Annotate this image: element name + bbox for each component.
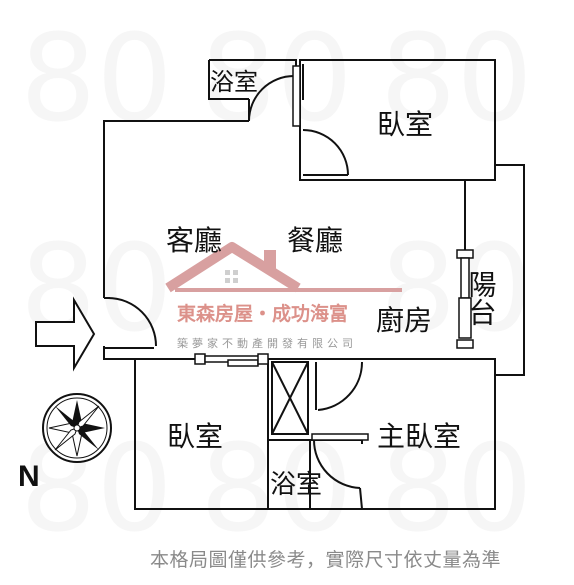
room-label-dining: 餐廳 <box>287 224 343 257</box>
compass-icon <box>42 393 112 463</box>
windows <box>194 65 474 441</box>
background-watermark: 80 80 80 80 80 80 80 80 <box>20 10 533 559</box>
disclaimer-text: 本格局圖僅供參考，實際尺寸依丈量為準 <box>150 549 502 571</box>
svg-text:80: 80 <box>380 420 533 559</box>
svg-text:80: 80 <box>380 10 533 149</box>
svg-text:80: 80 <box>380 220 533 359</box>
room-label-bath-bottom: 浴室 <box>270 470 322 500</box>
room-label-balcony: 陽台 <box>465 270 498 326</box>
room-label-bath-top: 浴室 <box>210 68 258 96</box>
svg-text:80: 80 <box>200 420 353 559</box>
entrance-arrow-icon <box>35 296 96 372</box>
watermark-logo: 東森房屋・成功海富 築夢家不動產開發有限公司 <box>165 242 402 350</box>
watermark-company: 東森房屋・成功海富 <box>177 302 348 325</box>
room-label-master-bedroom: 主臥室 <box>377 420 461 453</box>
north-label: N <box>18 460 40 493</box>
watermark-subtitle: 築夢家不動產開發有限公司 <box>177 336 357 350</box>
room-label-bedroom-top: 臥室 <box>377 108 433 141</box>
svg-text:陽台: 陽台 <box>465 270 498 326</box>
room-label-kitchen: 廚房 <box>376 304 432 337</box>
room-label-bedroom-left: 臥室 <box>167 420 223 453</box>
room-label-living: 客廳 <box>166 224 222 257</box>
svg-text:80: 80 <box>20 10 173 149</box>
